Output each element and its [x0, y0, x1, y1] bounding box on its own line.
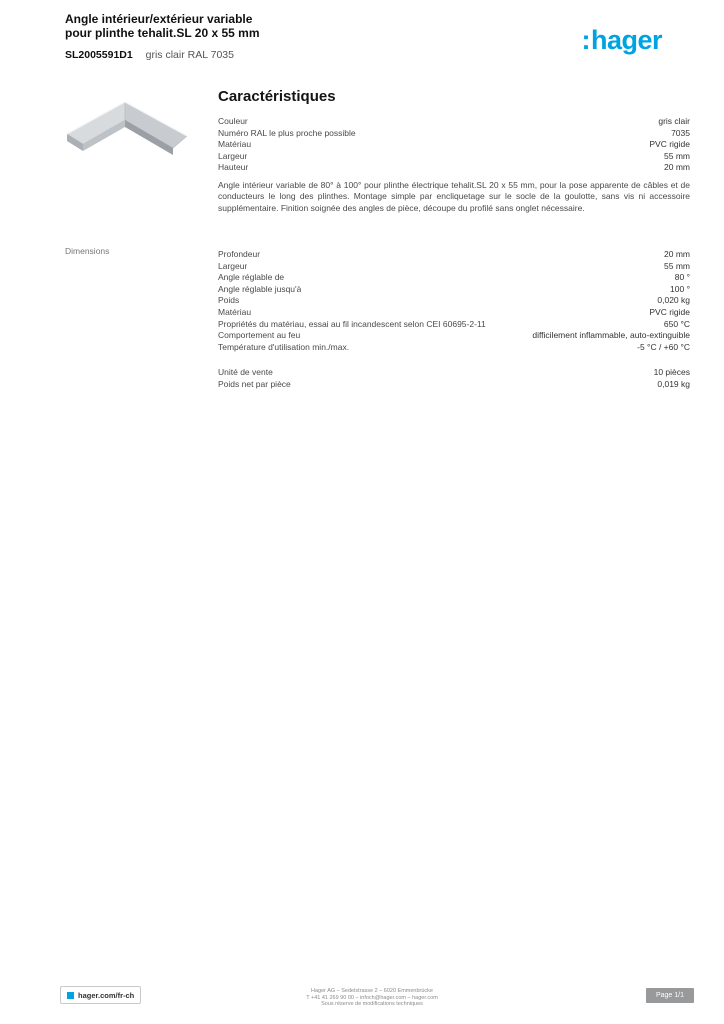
- spec-row: Largeur 55 mm: [218, 261, 690, 273]
- spec-value: 100 °: [670, 283, 690, 294]
- spec-label: Comportement au feu: [218, 330, 301, 341]
- spec-row: Couleur gris clair: [218, 116, 690, 128]
- spec-value: 55 mm: [664, 260, 690, 271]
- spec-row: Angle réglable de 80 °: [218, 272, 690, 284]
- spec-label: Hauteur: [218, 162, 249, 173]
- spec-label: Température d'utilisation min./max.: [218, 341, 350, 352]
- spec-row: Température d'utilisation min./max. -5 °…: [218, 342, 690, 354]
- hager-logo-colon: :: [581, 25, 590, 55]
- spec-row: Largeur 55 mm: [218, 151, 690, 163]
- spec-value: PVC rigide: [649, 139, 690, 150]
- spec-value: 20 mm: [664, 249, 690, 259]
- spec-row: Angle réglable jusqu'à 100 °: [218, 284, 690, 296]
- product-title-line2: pour plinthe tehalit.SL 20 x 55 mm: [65, 26, 260, 40]
- spec-value: difficilement inflammable, auto-extingui…: [532, 330, 690, 341]
- footer-website-box[interactable]: hager.com/fr-ch: [60, 986, 142, 1004]
- spec-label: Numéro RAL le plus proche possible: [218, 127, 356, 138]
- spec-label: Couleur: [218, 116, 248, 126]
- product-description: Angle intérieur variable de 80° à 100° p…: [218, 180, 690, 213]
- header-title-block: Angle intérieur/extérieur variable pour …: [65, 12, 365, 61]
- spec-label: Largeur: [218, 150, 248, 161]
- spec-row: Unité de vente 10 pièces: [218, 367, 690, 379]
- dimensions-rows: Profondeur 20 mm Largeur 55 mm Angle rég…: [218, 249, 690, 353]
- spec-label: Largeur: [218, 260, 248, 271]
- spec-value: 20 mm: [664, 162, 690, 173]
- spec-value: 80 °: [674, 272, 690, 283]
- section-heading-characteristics: Caractéristiques: [218, 88, 336, 105]
- reference-description: gris clair RAL 7035: [145, 49, 234, 61]
- footer-website-link[interactable]: hager.com/fr-ch: [78, 990, 135, 1000]
- footer-note-line3: Sous réserve de modifications techniques: [321, 1001, 423, 1007]
- logistics-rows: Unité de vente 10 pièces Poids net par p…: [218, 367, 690, 390]
- spec-label: Matériau: [218, 139, 252, 150]
- product-title-line1: Angle intérieur/extérieur variable: [65, 12, 253, 26]
- footer-notes: Hager AG – Sedelstrasse 2 – 6020 Emmenbr…: [262, 988, 482, 1008]
- characteristics-rows: Couleur gris clair Numéro RAL le plus pr…: [218, 116, 690, 174]
- spec-row: Matériau PVC rigide: [218, 139, 690, 151]
- footer-note-line2: T +41 41 269 90 00 – infoch@hager.com – …: [306, 994, 438, 1001]
- spec-label: Propriétés du matériau, essai au fil inc…: [218, 318, 486, 329]
- hager-logo-text: hager: [590, 25, 663, 55]
- margin-label-dimensions: Dimensions: [65, 246, 110, 256]
- spec-value: 0,020 kg: [657, 295, 690, 306]
- reference-number: SL2005591D1: [65, 49, 133, 61]
- spec-row: Profondeur 20 mm: [218, 249, 690, 261]
- hager-mark-icon: [67, 991, 74, 999]
- spec-label: Angle réglable de: [218, 272, 285, 283]
- spec-value: 55 mm: [664, 150, 690, 161]
- spec-row: Propriétés du matériau, essai au fil inc…: [218, 319, 690, 331]
- spec-value: gris clair: [658, 116, 690, 126]
- spec-label: Poids net par pièce: [218, 378, 291, 389]
- spec-value: 7035: [671, 127, 690, 138]
- spec-label: Poids: [218, 295, 240, 306]
- spec-row: Matériau PVC rigide: [218, 307, 690, 319]
- spec-row: Poids net par pièce 0,019 kg: [218, 379, 690, 391]
- spec-value: 0,019 kg: [657, 378, 690, 389]
- spec-label: Unité de vente: [218, 367, 273, 377]
- hager-logo: :hager: [581, 26, 662, 54]
- spec-value: 650 °C: [663, 318, 690, 329]
- product-image: [66, 101, 188, 155]
- spec-label: Matériau: [218, 306, 252, 317]
- spec-row: Poids 0,020 kg: [218, 295, 690, 307]
- spec-label: Angle réglable jusqu'à: [218, 283, 302, 294]
- spec-row: Numéro RAL le plus proche possible 7035: [218, 128, 690, 140]
- footer-note-line1: Hager AG – Sedelstrasse 2 – 6020 Emmenbr…: [311, 988, 433, 994]
- spec-value: 10 pièces: [653, 367, 690, 377]
- spec-value: -5 °C / +60 °C: [637, 341, 690, 352]
- spec-row: Hauteur 20 mm: [218, 162, 690, 174]
- spec-label: Profondeur: [218, 249, 261, 259]
- spec-row: Comportement au feu difficilement inflam…: [218, 330, 690, 342]
- spec-value: PVC rigide: [649, 306, 690, 317]
- footer-page-badge: Page 1/1: [645, 988, 694, 1003]
- reference-line: SL2005591D1 gris clair RAL 7035: [65, 49, 365, 61]
